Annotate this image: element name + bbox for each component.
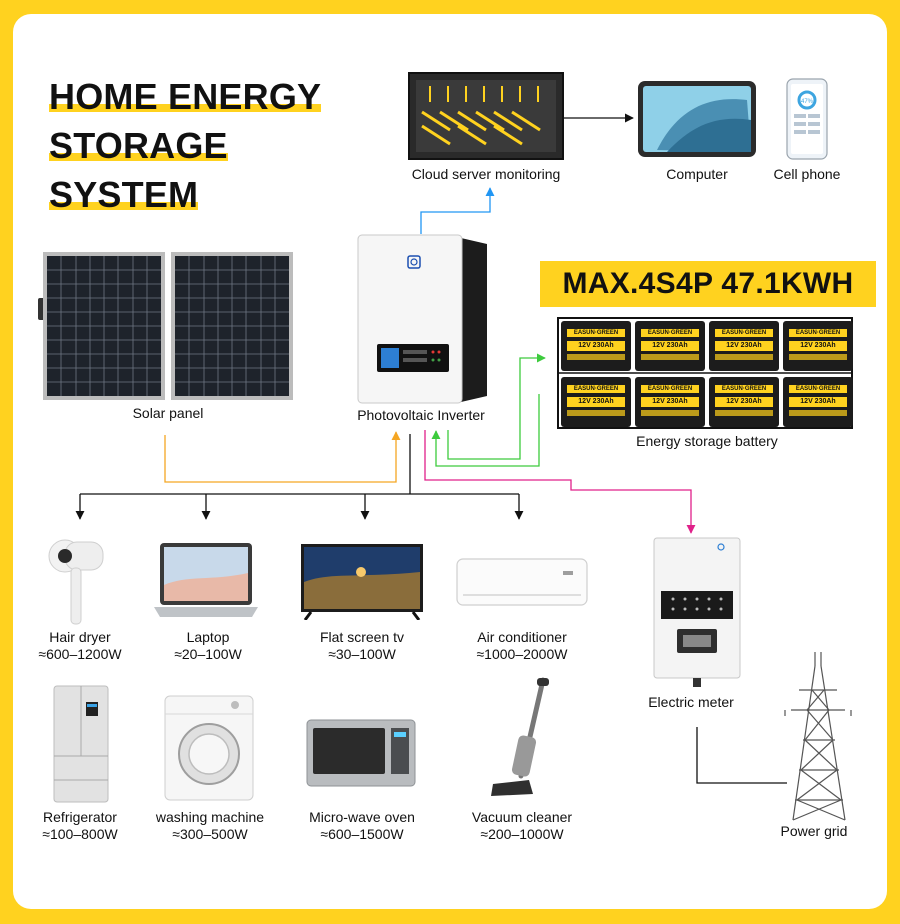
appliance-power: ≈300–500W bbox=[145, 826, 275, 843]
battery-brand: EASUN·GREEN bbox=[567, 385, 625, 393]
hair-dryer-image bbox=[45, 536, 109, 628]
appliance-name: Flat screen tv bbox=[307, 629, 417, 646]
appliance-name: Vacuum cleaner bbox=[457, 809, 587, 826]
appliance-microwave: Micro-wave oven ≈600–1500W bbox=[297, 809, 427, 843]
battery-brand: EASUN·GREEN bbox=[567, 329, 625, 337]
battery-fineprint bbox=[641, 410, 699, 416]
appliance-power: ≈30–100W bbox=[307, 646, 417, 663]
battery-spec: 12V 230Ah bbox=[789, 397, 847, 407]
battery-cell: EASUN·GREEN 12V 230Ah bbox=[561, 321, 631, 371]
battery-brand: EASUN·GREEN bbox=[789, 385, 847, 393]
battery-fineprint bbox=[567, 410, 625, 416]
battery-spec: 12V 230Ah bbox=[567, 341, 625, 351]
battery-cell: EASUN·GREEN 12V 230Ah bbox=[783, 321, 853, 371]
appliance-power: ≈600–1500W bbox=[297, 826, 427, 843]
battery-label: Energy storage battery bbox=[587, 433, 827, 449]
link-inverter-cloud bbox=[421, 188, 490, 234]
battery-cell: EASUN·GREEN 12V 230Ah bbox=[561, 377, 631, 427]
appliance-name: washing machine bbox=[145, 809, 275, 826]
appliance-name: Hair dryer bbox=[25, 629, 135, 646]
link-meter-grid bbox=[697, 727, 787, 783]
appliance-refrigerator: Refrigerator ≈100–800W bbox=[25, 809, 135, 843]
appliance-power: ≈20–100W bbox=[153, 646, 263, 663]
appliance-ac: Air conditioner ≈1000–2000W bbox=[462, 629, 582, 663]
solar-panel-label: Solar panel bbox=[73, 405, 263, 421]
battery-spec: 12V 230Ah bbox=[567, 397, 625, 407]
battery-fineprint bbox=[567, 354, 625, 360]
phone-reading-text: 47% bbox=[801, 99, 814, 105]
capacity-banner: MAX.4S4P 47.1KWH bbox=[540, 261, 876, 307]
battery-brand: EASUN·GREEN bbox=[715, 385, 773, 393]
power-grid-tower bbox=[777, 650, 863, 822]
battery-spec: 12V 230Ah bbox=[641, 341, 699, 351]
tv-image bbox=[299, 542, 425, 620]
link-battery-inverter bbox=[436, 394, 539, 466]
computer-label: Computer bbox=[637, 166, 757, 182]
battery-spec: 12V 230Ah bbox=[715, 341, 773, 351]
battery-brand: EASUN·GREEN bbox=[715, 329, 773, 337]
appliance-name: Laptop bbox=[153, 629, 263, 646]
diagram-card: HOME ENERGY STORAGE SYSTEM bbox=[13, 14, 887, 909]
laptop-image bbox=[152, 541, 260, 621]
battery-fineprint bbox=[715, 410, 773, 416]
washing-machine-image bbox=[163, 694, 255, 802]
refrigerator-image bbox=[52, 684, 110, 804]
vacuum-cleaner-image bbox=[485, 676, 557, 806]
appliance-tv: Flat screen tv ≈30–100W bbox=[307, 629, 417, 663]
battery-spec: 12V 230Ah bbox=[789, 341, 847, 351]
battery-cell: EASUN·GREEN 12V 230Ah bbox=[709, 321, 779, 371]
appliance-power: ≈200–1000W bbox=[457, 826, 587, 843]
appliance-washing-machine: washing machine ≈300–500W bbox=[145, 809, 275, 843]
battery-cell: EASUN·GREEN 12V 230Ah bbox=[635, 321, 705, 371]
solar-panel-image bbox=[33, 250, 301, 402]
microwave-image bbox=[305, 718, 417, 788]
appliance-power: ≈100–800W bbox=[25, 826, 135, 843]
appliance-name: Micro-wave oven bbox=[297, 809, 427, 826]
link-solar-inverter bbox=[165, 432, 396, 482]
phone-label: Cell phone bbox=[757, 166, 857, 182]
air-conditioner-image bbox=[455, 557, 589, 609]
battery-cell: EASUN·GREEN 12V 230Ah bbox=[709, 377, 779, 427]
battery-fineprint bbox=[641, 354, 699, 360]
electric-meter-image bbox=[653, 537, 741, 687]
appliance-power: ≈1000–2000W bbox=[462, 646, 582, 663]
phone-image: 47% bbox=[786, 78, 828, 160]
battery-spec: 12V 230Ah bbox=[715, 397, 773, 407]
battery-cell: EASUN·GREEN 12V 230Ah bbox=[635, 377, 705, 427]
battery-spec: 12V 230Ah bbox=[641, 397, 699, 407]
battery-cell: EASUN·GREEN 12V 230Ah bbox=[783, 377, 853, 427]
appliance-vacuum-cleaner: Vacuum cleaner ≈200–1000W bbox=[457, 809, 587, 843]
electric-meter-label: Electric meter bbox=[621, 694, 761, 710]
computer-image bbox=[637, 80, 757, 158]
inverter-label: Photovoltaic Inverter bbox=[331, 407, 511, 423]
appliance-name: Refrigerator bbox=[25, 809, 135, 826]
appliance-power: ≈600–1200W bbox=[25, 646, 135, 663]
cloud-label: Cloud server monitoring bbox=[386, 166, 586, 182]
cloud-server-image bbox=[408, 72, 564, 160]
appliance-laptop: Laptop ≈20–100W bbox=[153, 629, 263, 663]
battery-fineprint bbox=[789, 354, 847, 360]
power-grid-label: Power grid bbox=[759, 823, 869, 839]
battery-brand: EASUN·GREEN bbox=[641, 329, 699, 337]
appliance-hair-dryer: Hair dryer ≈600–1200W bbox=[25, 629, 135, 663]
inverter-image bbox=[357, 234, 491, 404]
battery-brand: EASUN·GREEN bbox=[789, 329, 847, 337]
battery-fineprint bbox=[789, 410, 847, 416]
appliance-name: Air conditioner bbox=[462, 629, 582, 646]
battery-fineprint bbox=[715, 354, 773, 360]
battery-brand: EASUN·GREEN bbox=[641, 385, 699, 393]
